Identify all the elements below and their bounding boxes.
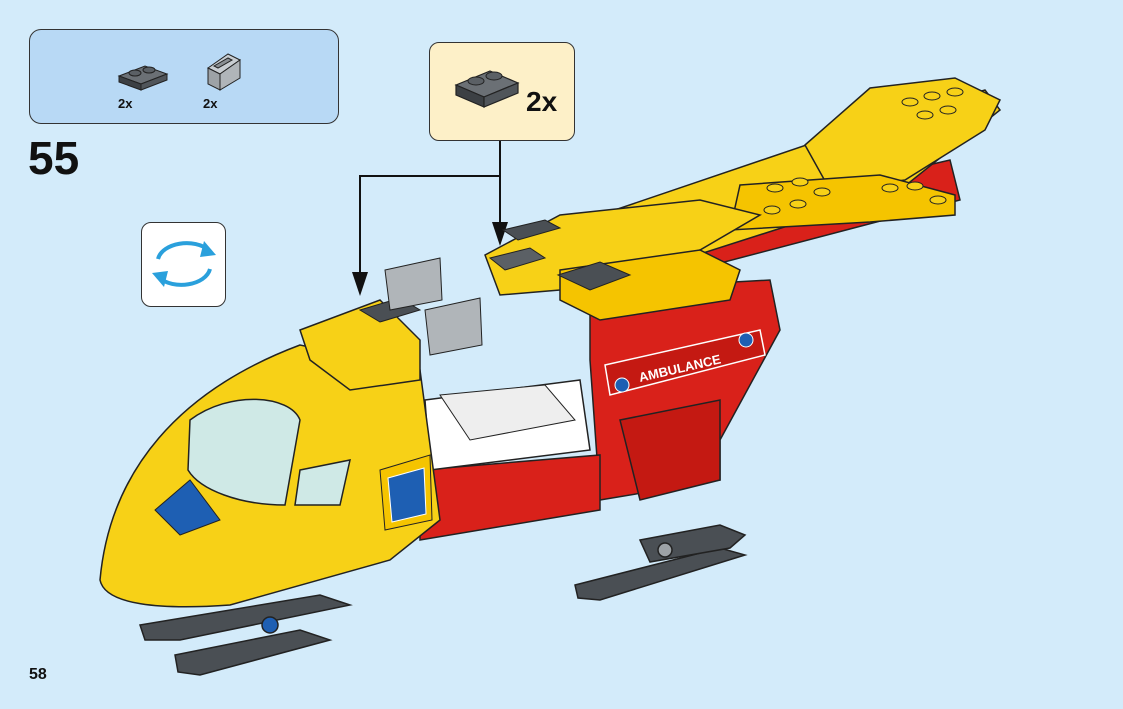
dark-gray-plate-icon	[117, 65, 169, 91]
callout-leader-lines	[359, 141, 501, 275]
callout-parts-box: 2x	[429, 42, 575, 141]
step-number: 55	[28, 132, 80, 184]
arrow-head-left	[352, 272, 368, 296]
cabin-nose	[99, 299, 441, 608]
landing-skids	[139, 524, 748, 676]
callout-qty: 2x	[526, 86, 558, 117]
parts-list-box: 2x 2x	[29, 29, 339, 124]
arrow-head-right	[492, 222, 508, 246]
rotate-model-indicator	[141, 222, 226, 307]
top-cowling	[484, 199, 762, 321]
rotate-arrows-icon	[152, 241, 216, 287]
ambulance-decal: AMBULANCE	[604, 329, 766, 396]
dark-gray-plate-icon	[454, 70, 520, 108]
gray-slope-bracket-icon	[207, 53, 241, 91]
page-number: 58	[29, 666, 47, 683]
fuselage-red	[419, 279, 781, 541]
part-qty-bracket: 2x	[203, 96, 218, 111]
part-qty-plate: 2x	[118, 96, 133, 111]
new-parts	[358, 257, 483, 356]
